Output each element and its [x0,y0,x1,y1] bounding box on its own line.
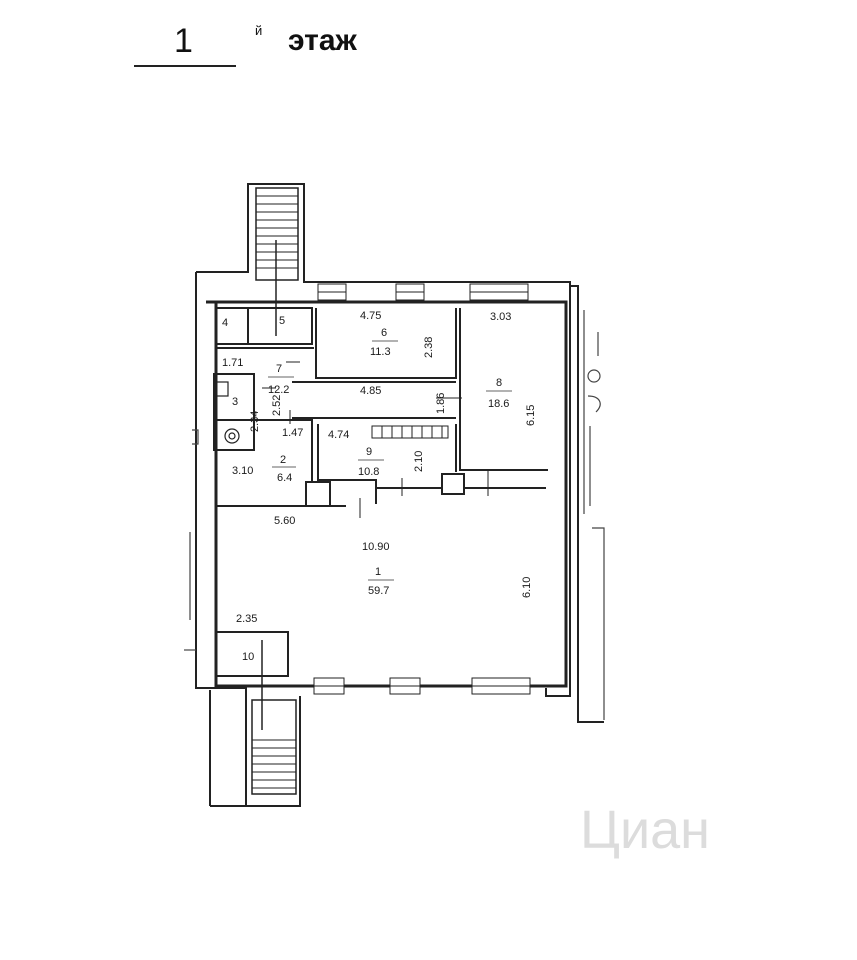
dimension-label: 2.10 [413,451,425,472]
room-4-number: 4 [222,317,228,329]
adjacent-structure [583,310,605,720]
dimension-label: 1.71 [222,357,243,369]
dimension-label: 6.15 [525,405,537,426]
room-labels: 1 59.7 2 6.4 3 4 5 6 11.3 7 12.2 8 18.6 … [222,315,512,663]
room-6-area: 11.3 [370,346,391,358]
dimension-label: 4.74 [328,429,349,441]
dimension-label: 2.52 [271,395,283,416]
radiator [371,425,449,439]
dimension-label: 3.10 [232,465,253,477]
room-7-area: 12.2 [268,384,289,396]
room-8-number: 8 [496,377,502,389]
floor-number: 1 [174,22,193,60]
windows-top [317,283,529,301]
room-10-number: 10 [242,651,254,663]
room-3-number: 3 [232,396,238,408]
stairs-top [255,187,299,336]
room-1-area: 59.7 [368,585,389,597]
exterior-details [184,429,199,651]
toilet-fixture [215,381,240,444]
room-1-number: 1 [375,566,381,578]
dimension-ticks [262,361,489,518]
dimension-label: 5.60 [274,515,295,527]
dimension-label: 10.90 [362,541,390,553]
floor-word: этаж [288,24,358,57]
floor-title: 1 й этаж [134,22,358,67]
stairs-bottom [251,640,297,795]
room-8-area: 18.6 [488,398,509,410]
room-5-number: 5 [279,315,285,327]
watermark: Циан [580,800,710,860]
dimension-label: 2.34 [249,411,261,432]
room-9-area: 10.8 [358,466,379,478]
room-7-number: 7 [276,363,282,375]
columns [305,473,465,507]
dimension-label: 3.03 [490,311,511,323]
dimension-label: 6.10 [521,577,533,598]
room-2-area: 6.4 [277,472,292,484]
dimension-label: 1.47 [282,427,303,439]
floor-superscript: й [255,23,262,38]
windows-bottom [313,677,531,695]
outer-walls [195,183,604,807]
room-6-number: 6 [381,327,387,339]
dimension-label: 4.85 [360,385,381,397]
room-2-number: 2 [280,454,286,466]
dimension-label: 2.38 [423,337,435,358]
room-9-number: 9 [366,446,372,458]
dimension-label: 2.35 [236,613,257,625]
dimension-labels: 4.75 2.38 3.03 6.15 1.71 4.85 1.86 2.34 … [222,310,537,625]
interior-walls [213,307,548,677]
dimension-label: 4.75 [360,310,381,322]
dimension-label: 1.86 [435,393,447,414]
